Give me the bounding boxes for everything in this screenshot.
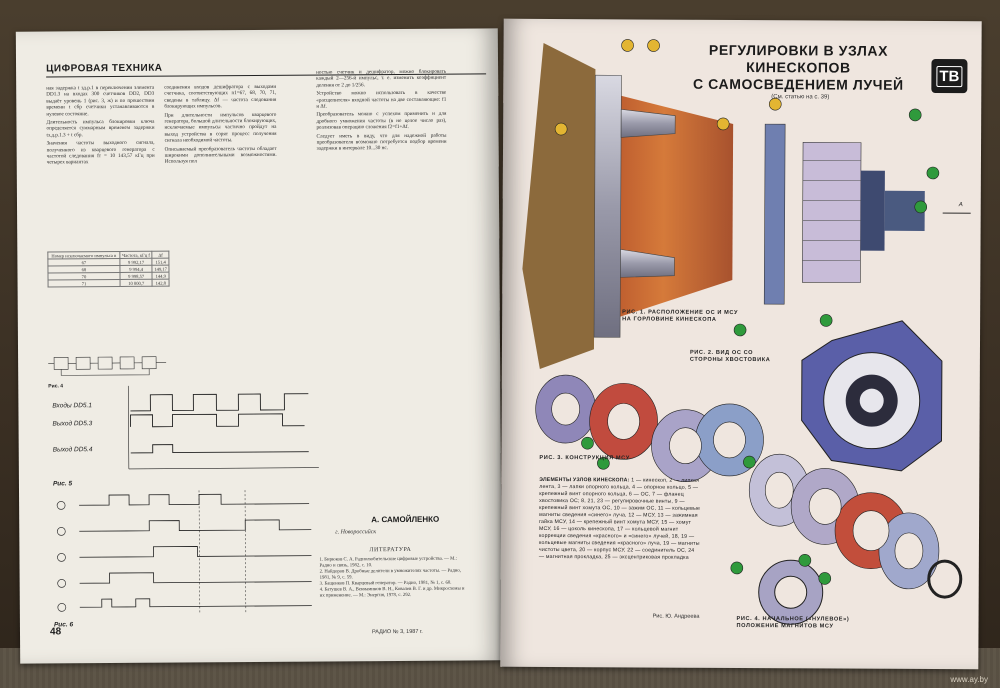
literature-item: 4. Батушев В. А., Вениаминов В. Н., Кова… (319, 586, 465, 599)
paragraph: Следует иметь в виду, что для надежной р… (316, 132, 447, 153)
table-cell: 149,17 (152, 265, 169, 273)
literature-item: 2. Найдоров В. Дробные делители в умножи… (319, 568, 461, 581)
figure-caption: РИС. 4. НАЧАЛЬНОЕ («НУЛЕВОЕ») ПОЛОЖЕНИЕ … (736, 615, 850, 630)
signal-label: Выход DD5.3 (53, 419, 93, 427)
title-line: С САМОСВЕДЕНИЕМ ЛУЧЕЙ (692, 75, 904, 93)
table-cell: 71 (48, 279, 121, 287)
illustration-credit: Рис. Ю. Андреева (652, 613, 700, 620)
watermark: www.ay.by (950, 675, 988, 684)
text-column-b: соединения входов дешифратора с выходами… (164, 84, 277, 168)
section-title: ЦИФРОВАЯ ТЕХНИКА (46, 62, 163, 75)
signal-label: Выход DD5.4 (53, 445, 93, 453)
author-city: г. Новороссийск (335, 529, 377, 536)
figure-label: Рис. 6 (54, 621, 74, 628)
fig4-zero-position (758, 559, 824, 625)
timing-diagram: Входы DD5.1 Выход DD5.3 Выход DD5.4 Рис.… (52, 385, 320, 628)
kinescope-illustration: А (522, 39, 971, 625)
figure-caption: РИС. 2. ВИД ОС СО СТОРОНЫ ХВОСТОВИКА (689, 349, 771, 364)
article-author: А. САМОЙЛЕНКО (371, 514, 440, 525)
paragraph: Значения частоты выходного сигнала, полу… (46, 139, 155, 166)
literature-list: 1. Бирюков С. А. Радиолюбительские цифро… (319, 557, 469, 600)
legend-title: ЭЛЕМЕНТЫ УЗЛОВ КИНЕСКОПА: (539, 476, 630, 484)
tv-section-badge: ТВ (931, 58, 968, 94)
paragraph: соединения входов дешифратора с выходами… (164, 83, 277, 110)
callout-numbers (554, 39, 940, 585)
msu-assembly (763, 123, 925, 305)
figure-label: Рис. 5 (53, 480, 73, 487)
paragraph: ная задержка t зд.р.1 в переключении эле… (46, 84, 155, 118)
title-line: РЕГУЛИРОВКИ В УЗЛАХ КИНЕСКОПОВ (708, 41, 889, 76)
view-arrow-label: А (958, 202, 963, 208)
literature-item: 1. Бирюков С. А. Радиолюбительские цифро… (319, 556, 457, 569)
text-column-a: ная задержка t зд.р.1 в переключении эле… (46, 85, 155, 169)
figure-caption: РИС. 3. КОНСТРУКЦИЯ МСУ (539, 454, 630, 462)
table-row: 71 10 000,7 142,8 (48, 279, 170, 287)
schematic-diagram (48, 356, 167, 376)
right-page: А (500, 18, 982, 670)
paragraph: Длительность импульса блокировки ключа о… (46, 118, 155, 139)
badge-label: ТВ (936, 65, 963, 87)
table-header: Частота, кГц f (119, 251, 153, 259)
literature-title: ЛИТЕРАТУРА (369, 546, 412, 554)
frequency-table: Номер исключаемого импульса n Частота, к… (47, 251, 170, 288)
paragraph: ностью счетчик и дешифратор, можно блоки… (316, 68, 447, 89)
text-column-c: ностью счетчик и дешифратор, можно блоки… (316, 69, 447, 155)
paragraph: Устройство можно использовать в качестве… (316, 89, 447, 110)
paragraph: При длительности импульсов кварцевого ге… (164, 111, 277, 144)
paragraph: Описываемый преобразователь частоты обла… (164, 145, 277, 166)
signal-label: Входы DD5.1 (52, 401, 92, 409)
support-ring (593, 74, 676, 338)
page-footer: РАДИО № 3, 1987 г. (371, 628, 423, 636)
article-title: РЕГУЛИРОВКИ В УЗЛАХ КИНЕСКОПОВ С САМОСВЕ… (673, 42, 923, 94)
elements-legend: ЭЛЕМЕНТЫ УЗЛОВ КИНЕСКОПА: 1 — кинескоп, … (539, 477, 701, 562)
legend-text: 1 — кинескоп, 2 — липкая лента, 3 — лапк… (538, 477, 701, 561)
page-number: 48 (49, 626, 62, 638)
paragraph: Преобразователь можно с успехом применит… (316, 111, 447, 131)
table-cell: 142,8 (152, 279, 170, 287)
figure-caption: РИС. 1. РАСПОЛОЖЕНИЕ ОС И МСУ НА ГОРЛОВИ… (622, 309, 739, 323)
left-page: ЦИФРОВАЯ ТЕХНИКА ная задержка t зд.р.1 в… (15, 28, 503, 664)
fig2-view (801, 320, 943, 472)
table-cell: 10 000,7 (119, 279, 153, 287)
fig3-exploded-rings (535, 374, 963, 599)
glass-bulb (522, 42, 596, 369)
article-reference: (См. статью на с. 39) (771, 94, 830, 101)
